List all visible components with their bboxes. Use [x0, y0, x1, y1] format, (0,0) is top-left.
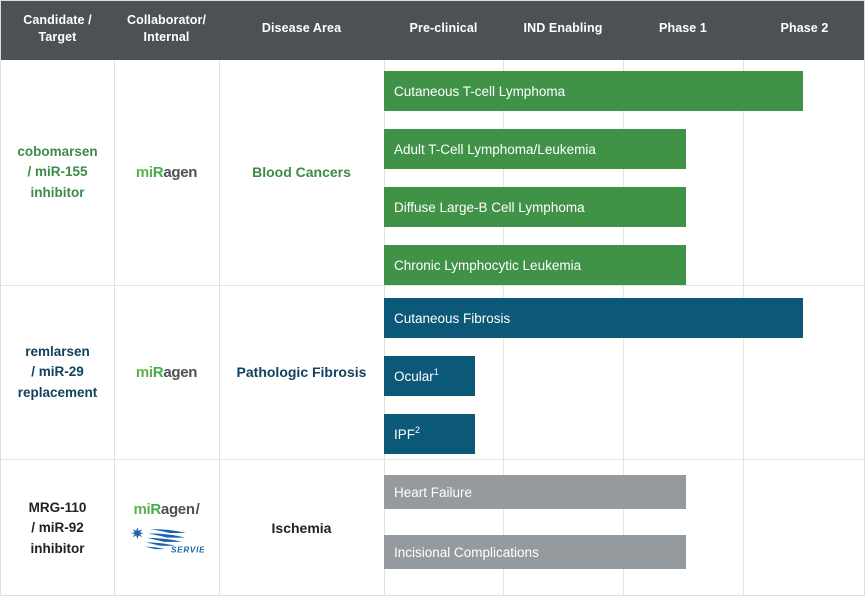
column-header-phase-1: Phase 1: [623, 1, 743, 60]
program-bar-label: Ocular: [394, 368, 434, 384]
servier-wordmark: SERVIER: [171, 545, 204, 554]
miragen-logo: miRagen /: [133, 500, 200, 518]
column-header-ind-enabling-label: IND Enabling: [523, 21, 603, 36]
servier-logo: SERVIER: [130, 526, 211, 556]
program-bar-label: Cutaneous T-cell Lymphoma: [394, 83, 566, 99]
column-header-phase-1-label: Phase 1: [659, 21, 707, 36]
program-bar-label: Heart Failure: [394, 484, 473, 500]
grid-vline-collaborator: [114, 60, 115, 595]
program-bar-label: Chronic Lymphocytic Leukemia: [394, 257, 582, 273]
row-3-disease-area-label: Ischemia: [271, 520, 332, 536]
column-header-ind-enabling: IND Enabling: [503, 1, 623, 60]
column-header-collaborator-label: Collaborator/Internal: [126, 12, 207, 44]
program-bar-adult-t-cell-lymphoma-leukemia[interactable]: Adult T-Cell Lymphoma/Leukemia: [384, 129, 686, 169]
miragen-logo: miRagen: [135, 364, 198, 381]
program-bar-cutaneous-fibrosis[interactable]: Cutaneous Fibrosis: [384, 298, 803, 338]
row-2-disease-area-label: Pathologic Fibrosis: [236, 364, 367, 380]
pipeline-header-row: Candidate /Target Collaborator/Internal …: [1, 1, 864, 60]
column-header-preclinical-label: Pre-clinical: [409, 21, 478, 36]
column-header-candidate: Candidate /Target: [1, 1, 114, 60]
row-2-collaborator-cell: miRagen: [114, 286, 219, 459]
row-3-disease-area-cell: Ischemia: [219, 460, 384, 595]
row-1-disease-area-label: Blood Cancers: [252, 164, 351, 180]
row-3-collaborator-cell: miRagen / SERVIER: [114, 460, 219, 595]
column-header-collaborator: Collaborator/Internal: [114, 1, 219, 60]
program-bar-label: Adult T-Cell Lymphoma/Leukemia: [394, 141, 596, 157]
program-bar-diffuse-large-b-cell-lymphoma[interactable]: Diffuse Large-B Cell Lymphoma: [384, 187, 686, 227]
row-2-disease-area-cell: Pathologic Fibrosis: [219, 286, 384, 459]
grid-hline-row-2-3: [1, 459, 864, 460]
program-bar-label: Cutaneous Fibrosis: [394, 310, 511, 326]
program-bar-label: IPF: [394, 426, 416, 442]
column-header-preclinical: Pre-clinical: [384, 1, 503, 60]
program-bar-label: Diffuse Large-B Cell Lymphoma: [394, 199, 585, 215]
column-header-phase-2: Phase 2: [743, 1, 864, 60]
column-header-candidate-label: Candidate /Target: [23, 12, 92, 44]
column-header-disease-area: Disease Area: [219, 1, 384, 60]
grid-vline-disease: [219, 60, 220, 595]
program-bar-incisional-complications[interactable]: Incisional Complications: [384, 535, 686, 569]
program-bar-label: Incisional Complications: [394, 544, 539, 560]
row-1-collaborator-cell: miRagen: [114, 60, 219, 285]
program-bar-chronic-lymphocytic-leukemia[interactable]: Chronic Lymphocytic Leukemia: [384, 245, 686, 285]
grid-hline-row-1-2: [1, 285, 864, 286]
column-header-disease-area-label: Disease Area: [261, 21, 342, 36]
program-bar-cutaneous-t-cell-lymphoma[interactable]: Cutaneous T-cell Lymphoma: [384, 71, 803, 111]
row-1-disease-area-cell: Blood Cancers: [219, 60, 384, 285]
miragen-logo: miRagen: [135, 164, 198, 181]
program-bar-heart-failure[interactable]: Heart Failure: [384, 475, 686, 509]
column-header-phase-2-label: Phase 2: [780, 21, 829, 36]
